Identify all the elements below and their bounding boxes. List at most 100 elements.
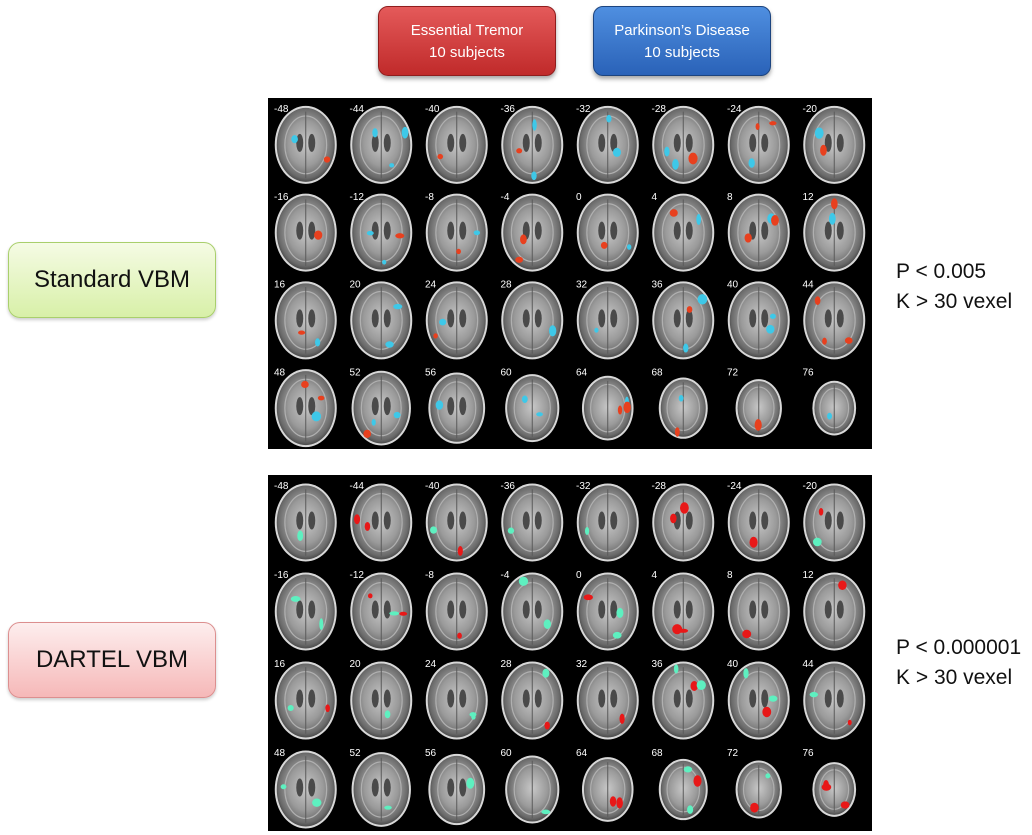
activation-blob-et (317, 395, 325, 401)
activation-blob-et (814, 296, 821, 305)
slice-coordinate-label: 60 (501, 367, 513, 378)
slice-coordinate-label: -48 (274, 481, 289, 492)
slice-coordinate-label: 44 (803, 659, 815, 670)
ventricle-right (383, 511, 391, 530)
brain-slice: 0 (576, 192, 639, 272)
ventricle-right (383, 221, 391, 240)
ventricle-left (522, 689, 530, 708)
ventricle-left (371, 778, 379, 797)
ventricle-left (296, 511, 304, 530)
brain-slice: -8 (425, 570, 488, 651)
brain-slice: -32 (576, 481, 639, 562)
slice-coordinate-label: -24 (727, 104, 742, 115)
ventricle-right (534, 309, 542, 328)
activation-blob-pd (616, 607, 624, 618)
ventricle-left (673, 221, 681, 240)
activation-blob-pd (385, 341, 394, 348)
ventricle-right (610, 600, 618, 619)
ventricle-right (836, 511, 844, 530)
slice-coordinate-label: 20 (350, 659, 362, 670)
ventricle-right (610, 689, 618, 708)
activation-blob-pd (291, 135, 298, 144)
activation-blob-et (821, 783, 832, 791)
brain-slice: -36 (501, 481, 564, 562)
slice-coordinate-label: 28 (501, 280, 513, 291)
slice-coordinate-label: -16 (274, 192, 289, 203)
ventricle-left (598, 133, 606, 152)
ventricle-left (447, 397, 455, 416)
ventricle-right (685, 221, 693, 240)
method-label-standard-vbm: Standard VBM (8, 242, 216, 318)
activation-blob-pd (673, 664, 679, 674)
slice-coordinate-label: 48 (274, 367, 286, 378)
slice-coordinate-label: -36 (501, 104, 516, 115)
activation-blob-pd (548, 325, 557, 337)
legend-parkinsons: Parkinson’s Disease 10 subjects (593, 6, 771, 76)
slice-coordinate-label: 52 (350, 367, 362, 378)
brain-slice: -28 (652, 481, 715, 562)
activation-blob-pd (382, 259, 387, 265)
activation-blob-et (754, 419, 762, 431)
ventricle-right (836, 689, 844, 708)
brain-slice: 12 (803, 570, 866, 651)
ventricle-left (824, 309, 832, 328)
stats-threshold-p: P < 0.005 (896, 260, 987, 283)
activation-blob-et (456, 248, 461, 255)
activation-blob-pd (541, 809, 551, 815)
activation-blob-pd (814, 127, 824, 139)
ventricle-right (534, 221, 542, 240)
activation-blob-et (323, 156, 331, 163)
ventricle-left (296, 309, 304, 328)
brain-slice: -16 (274, 192, 337, 272)
ventricle-right (459, 689, 467, 708)
ventricle-right (610, 221, 618, 240)
slice-coordinate-label: -4 (501, 570, 510, 581)
slice-coordinate-label: 24 (425, 659, 437, 670)
activation-blob-pd (683, 766, 693, 773)
slice-coordinate-label: -20 (803, 104, 818, 115)
ventricle-left (296, 221, 304, 240)
brain-slice: 44 (803, 280, 866, 360)
activation-blob-pd (389, 611, 400, 616)
ventricle-left (598, 511, 606, 530)
activation-blob-et (325, 704, 330, 713)
ventricle-right (534, 689, 542, 708)
brain-slice: 28 (501, 280, 564, 360)
activation-blob-pd (430, 526, 438, 534)
activation-blob-et (669, 209, 678, 217)
activation-blob-pd (743, 668, 749, 679)
ventricle-right (761, 309, 769, 328)
activation-blob-et (619, 713, 625, 724)
activation-blob-pd (678, 394, 684, 402)
brain-slice: 36 (652, 280, 715, 360)
legend-parkinsons-title: Parkinson’s Disease (614, 22, 750, 39)
ventricle-right (308, 397, 316, 416)
ventricle-left (749, 511, 757, 530)
activation-blob-pd (518, 576, 529, 586)
brain-slice: 24 (425, 280, 488, 360)
slice-coordinate-label: -36 (501, 481, 516, 492)
slice-coordinate-label: 72 (727, 748, 739, 759)
ventricle-left (447, 309, 455, 328)
ventricle-left (598, 600, 606, 619)
brain-slice: -48 (274, 481, 337, 562)
activation-blob-pd (606, 114, 612, 123)
activation-blob-et (617, 405, 623, 415)
activation-blob-et (367, 593, 373, 599)
slice-coordinate-label: -32 (576, 481, 591, 492)
brain-slice: 28 (501, 659, 564, 740)
slice-coordinate-label: 36 (652, 659, 664, 670)
ventricle-left (598, 689, 606, 708)
activation-blob-et (623, 401, 631, 413)
ventricle-right (534, 511, 542, 530)
brain-slice: 64 (576, 367, 634, 441)
ventricle-left (296, 778, 304, 797)
activation-blob-et (363, 429, 372, 439)
ventricle-left (296, 600, 304, 619)
ventricle-left (447, 511, 455, 530)
ventricle-right (383, 397, 391, 416)
brain-slice: 60 (501, 748, 560, 824)
activation-blob-et (838, 580, 847, 591)
ventricle-right (459, 309, 467, 328)
stats-dartel-vbm: P < 0.000001 K > 30 vexel (896, 633, 1021, 693)
